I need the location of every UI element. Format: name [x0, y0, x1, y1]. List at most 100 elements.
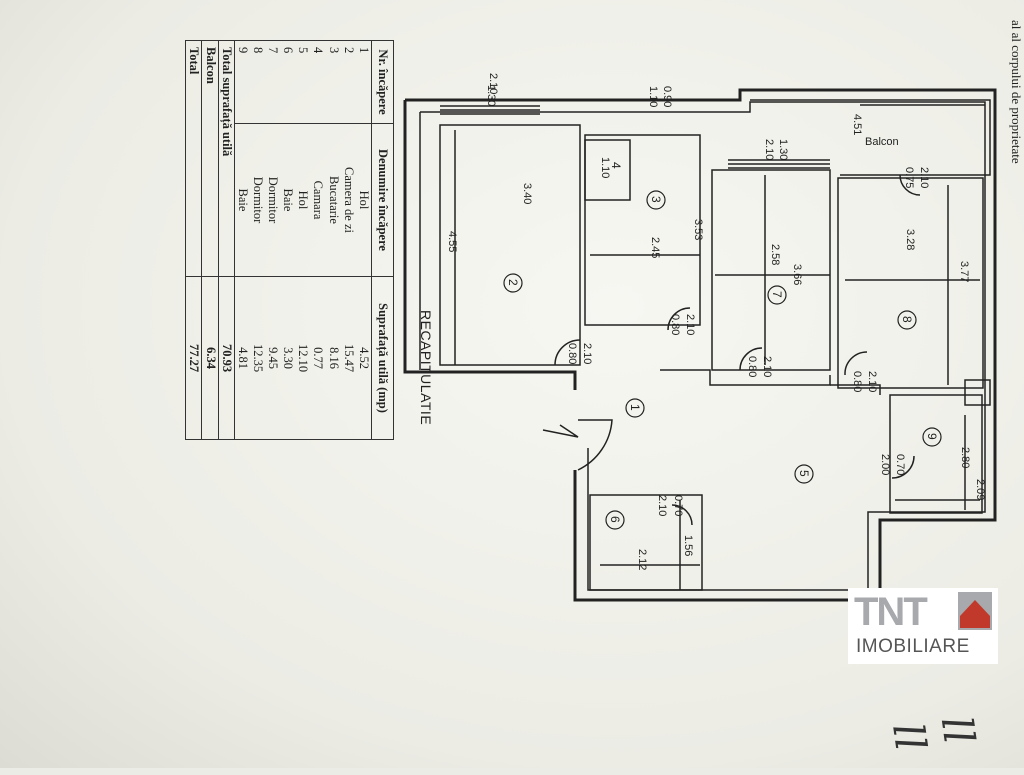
room-area-cell: 3.30: [280, 276, 296, 440]
room-number-8: 8: [900, 316, 914, 323]
dim-label: 2.10: [866, 371, 878, 392]
room-name-cell: Dormitor: [249, 123, 265, 277]
room-number-4: 4: [609, 162, 623, 169]
dim-label: 2.58: [769, 244, 781, 265]
room-area-cell: 15.47: [340, 276, 356, 440]
total-useful-row-label: Total suprafață utilă: [218, 40, 235, 277]
balcony-row-value: 6.34: [202, 276, 219, 440]
house-icon: [958, 592, 992, 630]
balcony-row-label: Balcon: [202, 40, 219, 277]
room-number-7: 7: [770, 291, 784, 298]
dim-label: 1.30: [777, 139, 789, 160]
room-number-cell: 7: [265, 40, 281, 124]
dim-label: 2.12: [636, 549, 648, 570]
room-number-cell: 2: [340, 40, 356, 124]
dim-label: 2.00: [879, 454, 891, 475]
room-area-cell: 4.81: [234, 276, 250, 440]
room-name-cell: Baie: [280, 123, 296, 277]
room-name-cell: Hol: [295, 123, 311, 277]
room-number-cell: 1: [355, 40, 372, 124]
room-area-cell: 9.45: [265, 276, 281, 440]
column-header-name: Denumire încăpere: [371, 123, 394, 277]
logo-sub-text: IMOBILIARE: [856, 636, 970, 657]
dim-label: 0.80: [669, 314, 681, 335]
column-header-nr: Nr. încăpere: [371, 40, 394, 124]
logo-brand-text: TNT: [854, 590, 928, 634]
dim-label: 1.30: [485, 85, 497, 106]
dim-label: 2.10: [761, 356, 773, 377]
total-row-label: Total: [185, 40, 202, 277]
room-number-1: 1: [628, 404, 642, 411]
room-name-cell: Bucatarie: [325, 123, 341, 277]
dim-label: 2.10: [763, 139, 775, 160]
room-area-cell: 8.16: [325, 276, 341, 440]
dim-label: 2.45: [649, 237, 661, 258]
room-number-cell: 5: [295, 40, 311, 124]
dim-label: 2.10: [581, 343, 593, 364]
dim-label: 0.90: [661, 86, 673, 107]
table-header-row: Nr. încăpere Denumire încăpere Suprafață…: [371, 40, 394, 440]
header-text: al al corpului de proprietate: [1009, 20, 1024, 164]
dim-label: 3.40: [521, 183, 533, 204]
room-number-3: 3: [649, 196, 663, 203]
dim-label: 0.80: [851, 371, 863, 392]
room-number-cell: 8: [249, 40, 265, 124]
dim-label: 3.77: [958, 261, 970, 282]
recap-title: RECAPITULATIE: [418, 310, 434, 426]
dim-label: 2.10: [487, 73, 499, 94]
dim-label: 2.09: [974, 479, 986, 500]
dim-label: 2.10: [684, 314, 696, 335]
dim-label: 3.53: [692, 219, 704, 240]
dim-label: 4.55: [446, 231, 458, 252]
dim-label: 2.80: [959, 447, 971, 468]
total-useful-row-value: 70.93: [218, 276, 235, 440]
dim-label: 0.75: [903, 167, 915, 188]
dim-label: 2.10: [656, 495, 668, 516]
dim-label: 1.10: [647, 86, 659, 107]
room-number-cell: 4: [310, 40, 326, 124]
total-row-value: 77.27: [185, 276, 202, 440]
room-number-cell: 9: [234, 40, 250, 124]
room-name-cell: Camara: [310, 123, 326, 277]
room-number-5: 5: [797, 470, 811, 477]
handwritten-signature: ll ll: [883, 713, 984, 754]
room-number-cell: 3: [325, 40, 341, 124]
dim-label: 0.70: [672, 495, 684, 516]
dim-label: 0.70: [894, 454, 906, 475]
room-number-9: 9: [925, 433, 939, 440]
dim-label: 3.28: [904, 229, 916, 250]
room-name-cell: Baie: [234, 123, 250, 277]
room-area-cell: 12.35: [249, 276, 265, 440]
recap-table: Nr. încăpere Denumire încăpere Suprafață…: [185, 40, 394, 440]
dim-label: 1.10: [599, 157, 611, 178]
dim-label: 4.51: [851, 114, 863, 135]
dim-label: 3.66: [791, 264, 803, 285]
room-name-cell: Hol: [355, 123, 372, 277]
room-area-cell: 4.52: [355, 276, 372, 440]
room-number-6: 6: [608, 516, 622, 523]
dim-label: 1.56: [682, 535, 694, 556]
column-header-area: Suprafață utilă (mp): [371, 276, 394, 440]
room-name-cell: Dormitor: [265, 123, 281, 277]
room-number-cell: 6: [280, 40, 296, 124]
dim-label: 2.10: [918, 167, 930, 188]
dim-label: 0.80: [566, 343, 578, 364]
room-area-cell: 0.77: [310, 276, 326, 440]
room-area-cell: 12.10: [295, 276, 311, 440]
room-number-2: 2: [506, 279, 520, 286]
